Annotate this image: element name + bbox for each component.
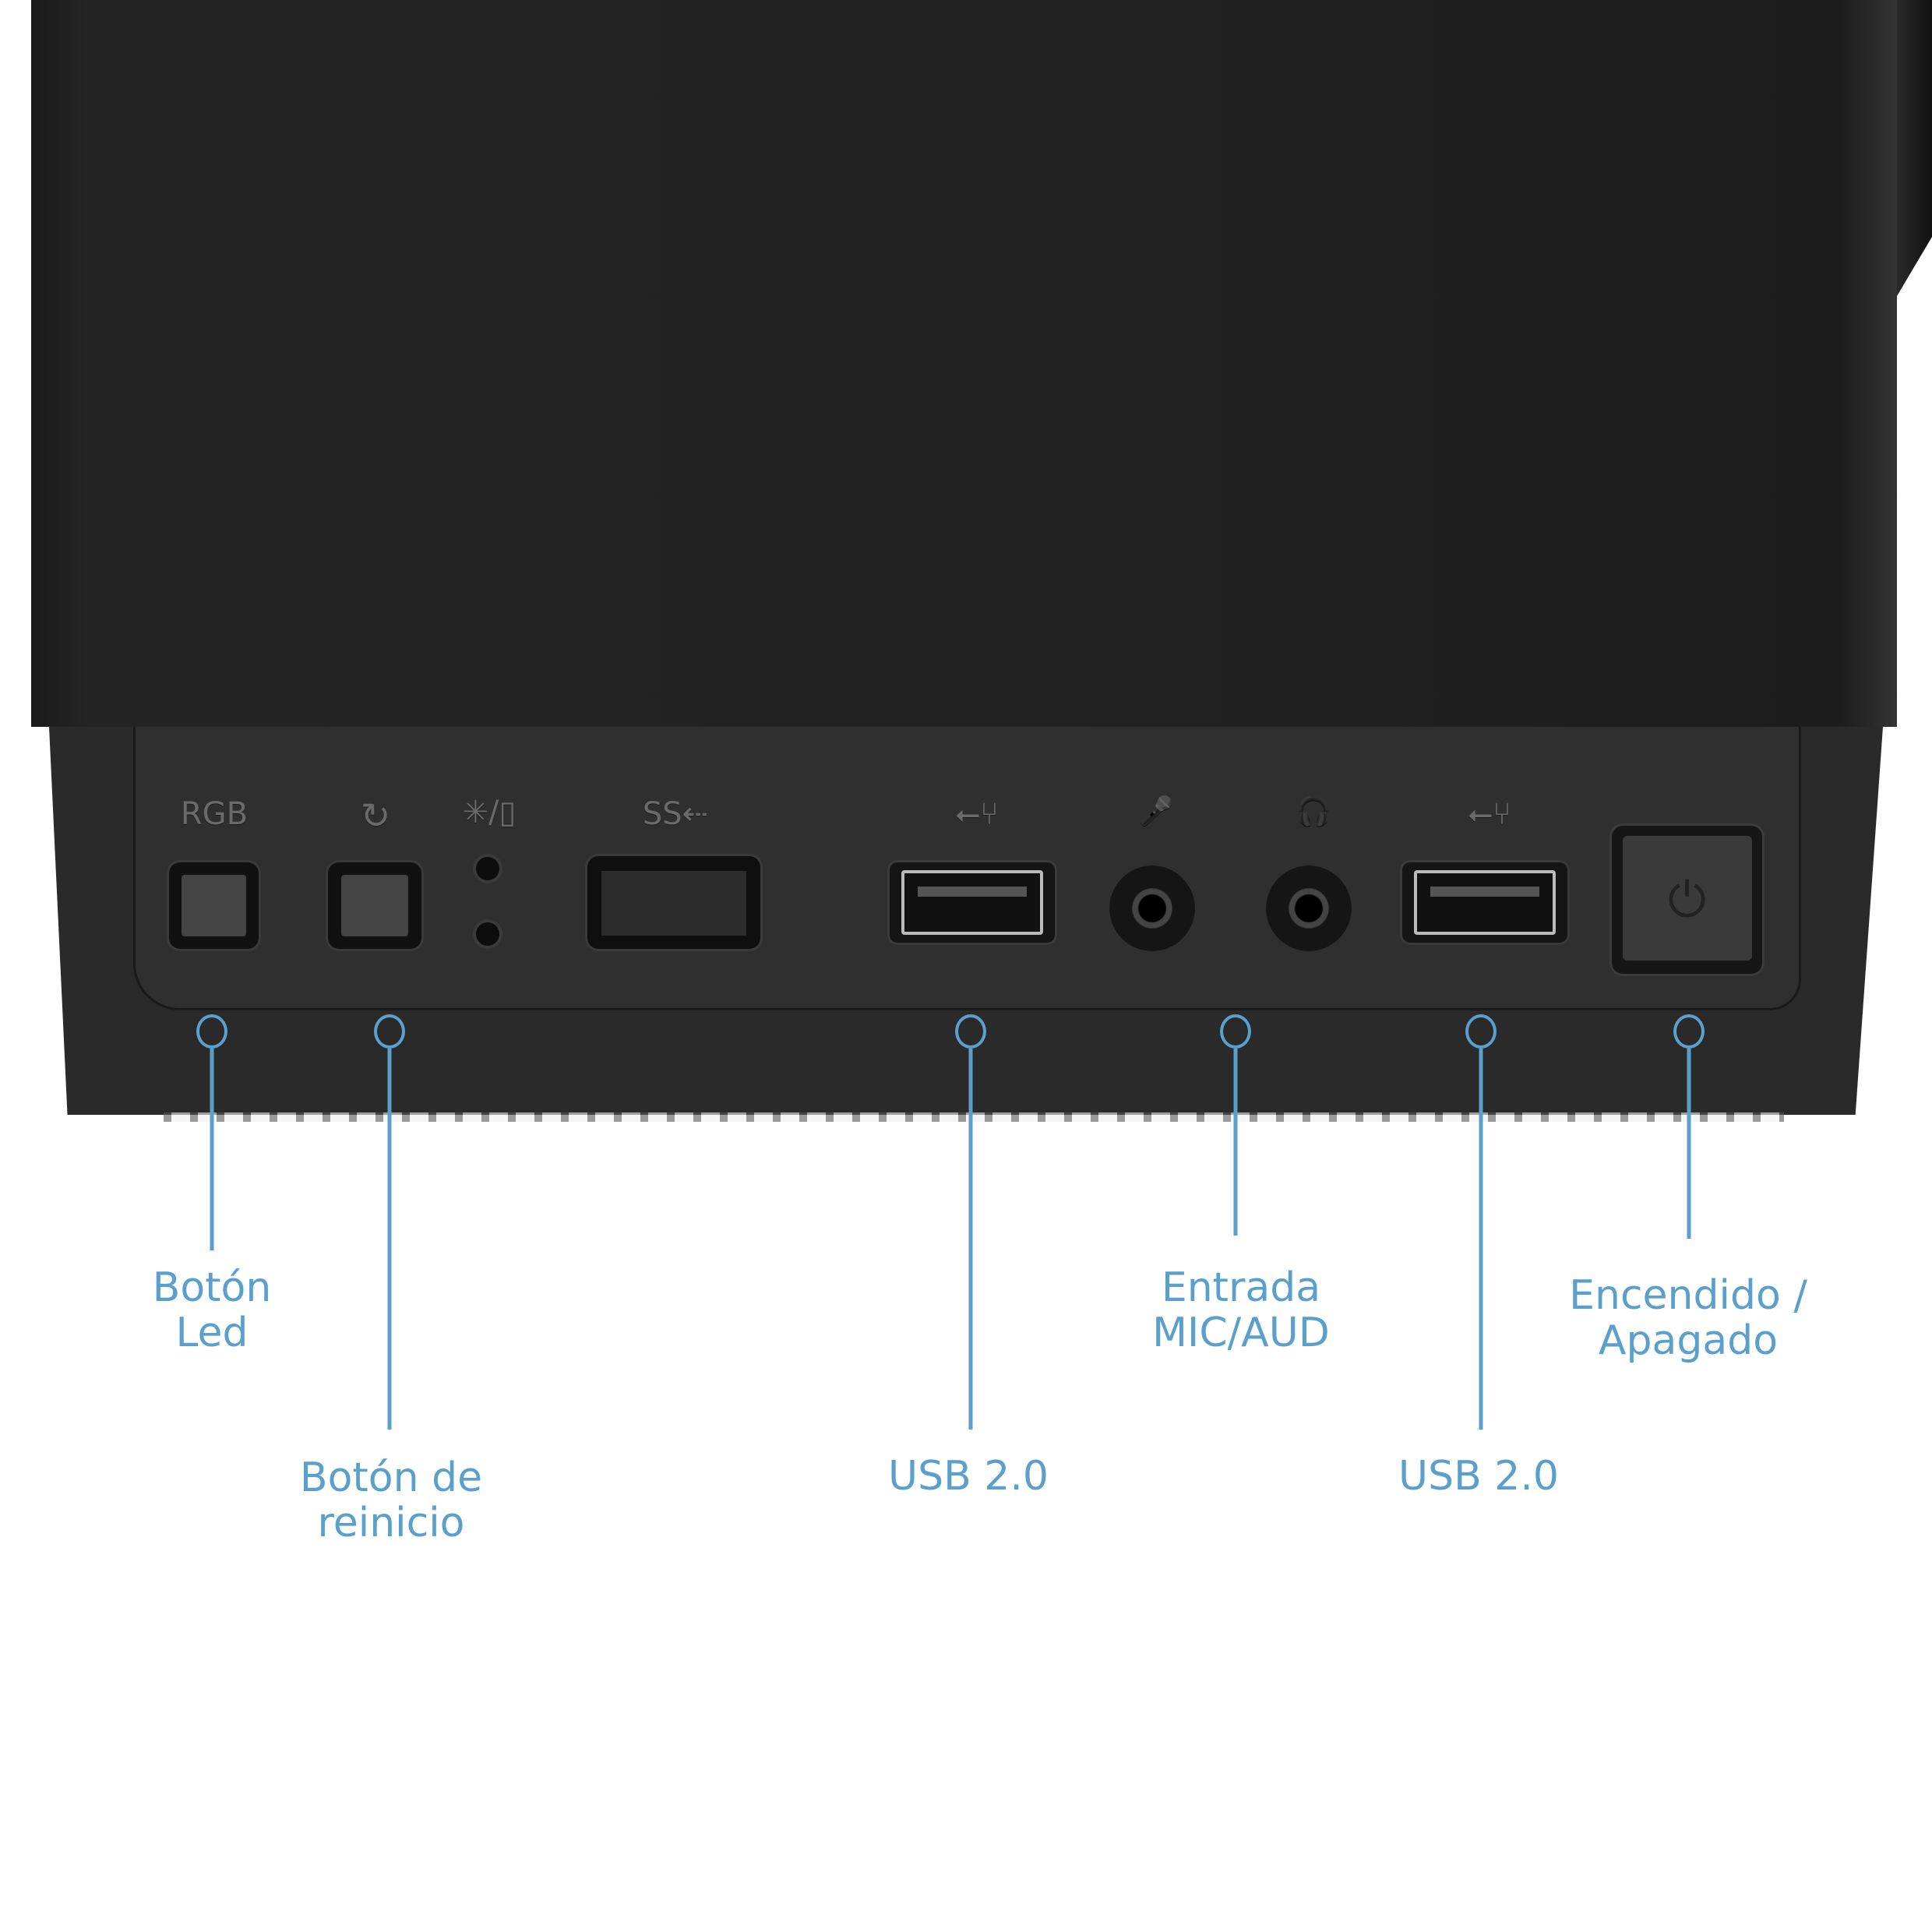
pc-case-side-edge <box>1897 0 1932 296</box>
label-mic-audio: Entrada MIC/AUD <box>1152 1265 1330 1356</box>
reset-button[interactable] <box>328 862 421 949</box>
usb-icon: ⭠⑂ <box>955 796 999 832</box>
rgb-marking: RGB <box>180 796 249 832</box>
mic-jack[interactable] <box>1109 866 1195 951</box>
usb3-port[interactable] <box>587 856 760 949</box>
reset-icon: ↻ <box>360 795 391 837</box>
callout-line <box>1479 1049 1483 1430</box>
callout-line <box>387 1049 392 1430</box>
label-line: Apagado <box>1598 1317 1779 1364</box>
label-line: Botón de <box>299 1454 483 1501</box>
callout-marker <box>955 1014 986 1049</box>
microphone-icon: 🎤 <box>1138 795 1174 827</box>
headphone-jack[interactable] <box>1266 866 1352 951</box>
bottom-vents <box>164 1112 1784 1122</box>
headphone-icon: 🎧 <box>1296 795 1331 827</box>
label-line: USB 2.0 <box>1398 1453 1559 1500</box>
label-line: reinicio <box>317 1500 465 1546</box>
label-line: Botón <box>152 1264 272 1311</box>
callout-line <box>1233 1049 1238 1236</box>
power-icon: ⏻ <box>1667 871 1707 928</box>
usb2-port-2[interactable] <box>1402 862 1567 943</box>
label-led-button: Botón Led <box>153 1265 272 1356</box>
label-line: Entrada <box>1161 1264 1321 1311</box>
usb2-port-1[interactable] <box>890 862 1055 943</box>
callout-marker <box>1220 1014 1251 1049</box>
power-button[interactable]: ⏻ <box>1612 826 1762 974</box>
hdd-led <box>476 857 499 880</box>
callout-marker <box>196 1014 227 1049</box>
callout-line <box>968 1049 973 1430</box>
hdd-power-led-icon: ✳/▯ <box>462 795 516 830</box>
usb3-icon: SS⇠ <box>642 796 709 832</box>
label-line: MIC/AUD <box>1152 1310 1330 1356</box>
label-line: Encendido / <box>1569 1272 1807 1319</box>
callout-line <box>210 1049 214 1250</box>
callout-line <box>1687 1049 1691 1239</box>
rgb-led-button[interactable] <box>169 862 259 949</box>
label-line: Led <box>175 1310 249 1356</box>
callout-marker <box>1465 1014 1497 1049</box>
callout-marker <box>374 1014 405 1049</box>
callout-marker <box>1673 1014 1705 1049</box>
label-reset-button: Botón de reinicio <box>300 1455 482 1546</box>
label-usb2-2: USB 2.0 <box>1398 1454 1559 1499</box>
label-power: Encendido / Apagado <box>1569 1273 1807 1363</box>
pc-case-top <box>31 0 1897 727</box>
label-usb2-1: USB 2.0 <box>888 1454 1049 1499</box>
usb-icon: ⭠⑂ <box>1468 796 1511 832</box>
label-line: USB 2.0 <box>888 1453 1049 1500</box>
power-led <box>476 922 499 946</box>
